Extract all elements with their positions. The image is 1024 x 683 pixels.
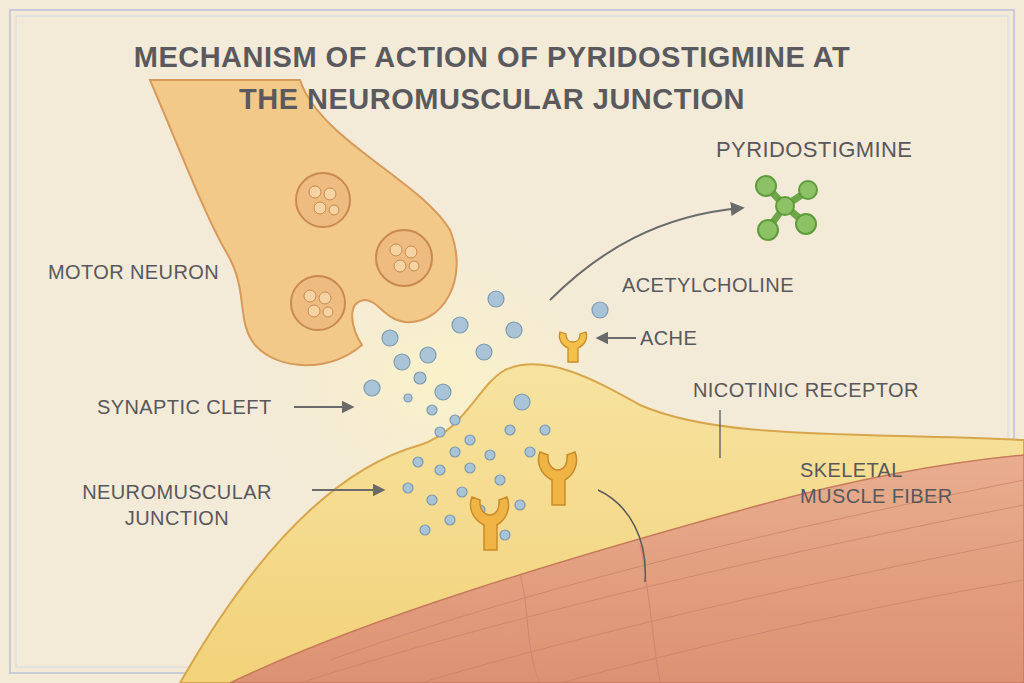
nicotinic-receptors <box>471 452 577 550</box>
motor-neuron <box>150 80 457 365</box>
leader-arrow <box>598 337 636 339</box>
vesicle <box>291 276 345 330</box>
part-label: SYNAPTIC CLEFT <box>97 394 297 420</box>
leader-arrow <box>312 489 383 491</box>
leader-arrow <box>294 406 352 408</box>
part-label: MOTOR NEURON <box>48 259 248 285</box>
vesicles <box>291 173 432 330</box>
muscle-fiber <box>230 455 1024 683</box>
acetylcholine-molecules <box>364 291 608 540</box>
part-label: PYRIDOSTIGMINE <box>716 137 946 163</box>
part-label: NEUROMUSCULAR JUNCTION <box>82 479 272 531</box>
part-label: NICOTINIC RECEPTOR <box>693 377 963 403</box>
part-label: ACETYLCHOLINE <box>622 272 822 298</box>
leader-line <box>598 490 645 582</box>
vesicle <box>296 173 350 227</box>
leader-line <box>719 410 721 458</box>
part-label: SKELETAL MUSCLE FIBER <box>800 457 960 509</box>
part-label: ACHE <box>640 325 720 351</box>
pyridostigmine-molecule <box>756 176 817 240</box>
diagram-title: MECHANISM OF ACTION OF PYRIDOSTIGMINE AT… <box>122 36 862 120</box>
postsynaptic-membrane <box>180 364 1024 683</box>
vesicle <box>376 230 432 286</box>
muscle-striations <box>300 480 1024 683</box>
ache-enzyme <box>559 332 586 362</box>
